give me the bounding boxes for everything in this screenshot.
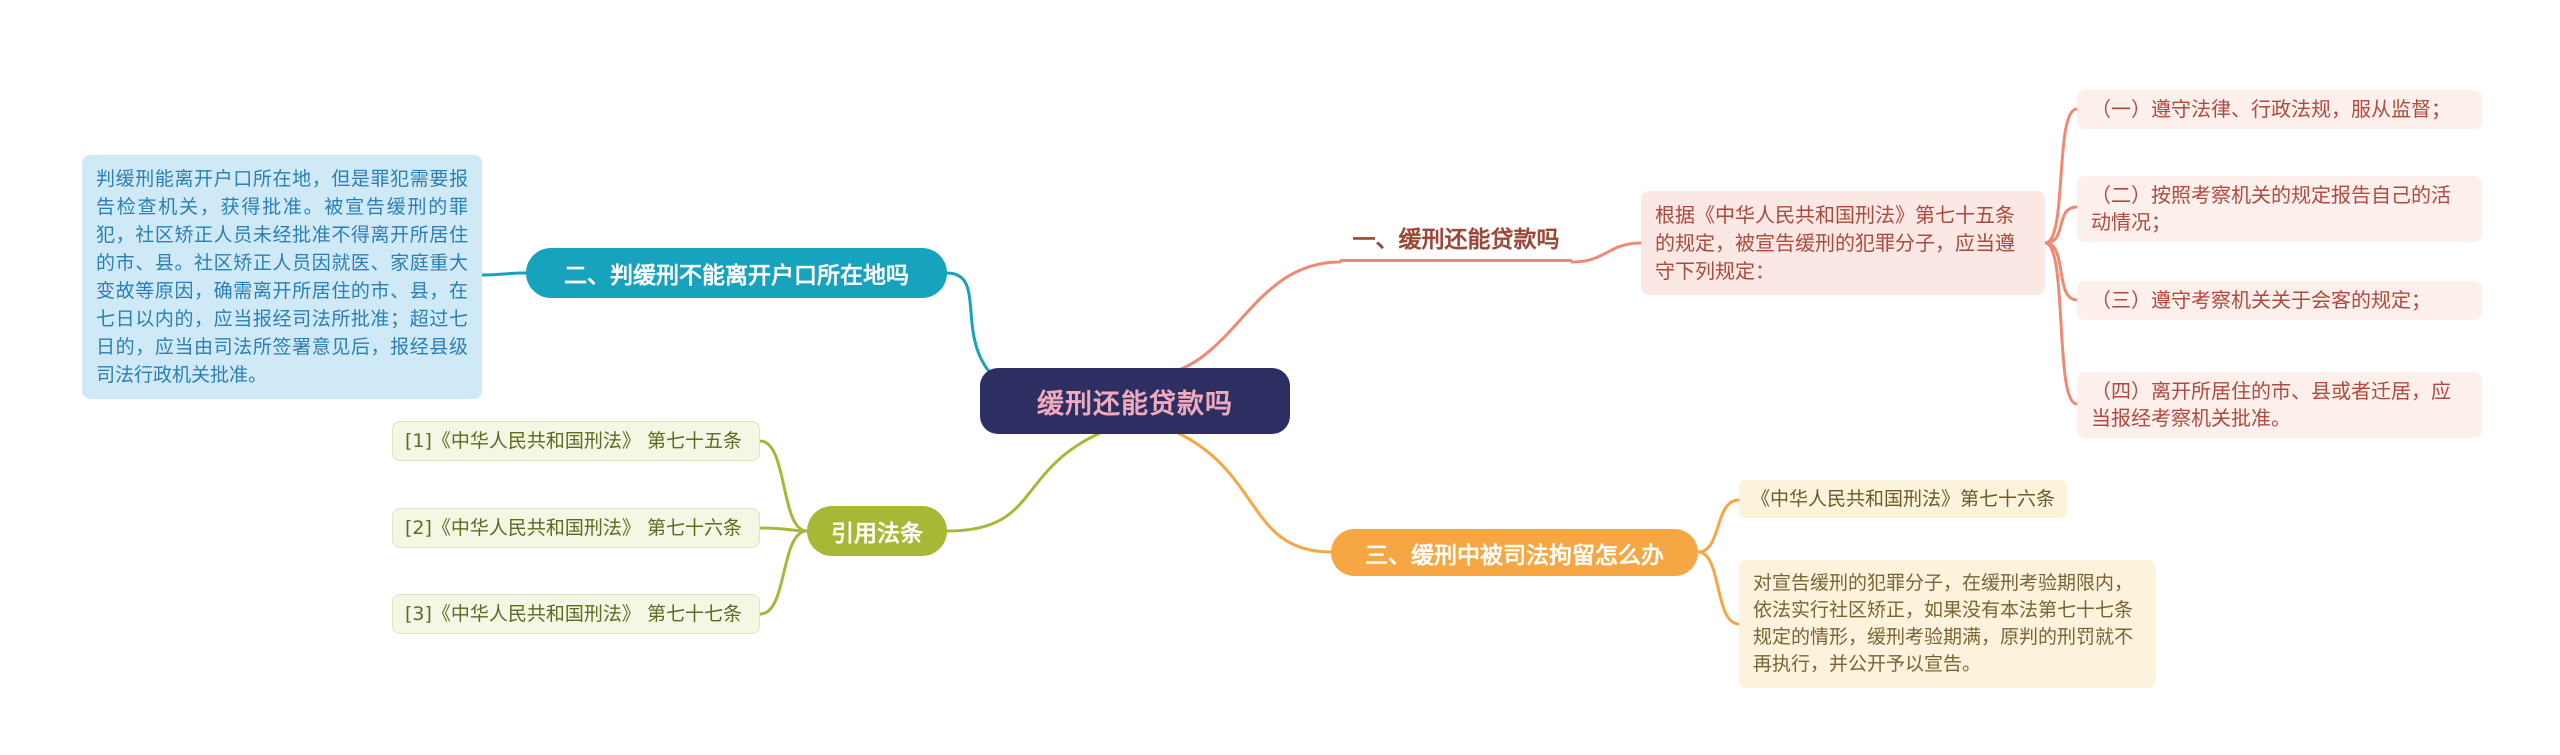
- loan-rule-item-1[interactable]: （一）遵守法律、行政法规，服从监督；: [2077, 90, 2482, 129]
- branch-citations[interactable]: 引用法条: [807, 506, 947, 556]
- link-citations-to-ref3: [758, 529, 809, 616]
- branch-detention[interactable]: 三、缓刑中被司法拘留怎么办: [1331, 529, 1698, 576]
- link-center-to-loan: [1148, 260, 1342, 378]
- detention-note[interactable]: 对宣告缓刑的犯罪分子，在缓刑考验期限内，依法实行社区矫正，如果没有本法第七十七条…: [1739, 560, 2156, 688]
- household-note[interactable]: 判缓刑能离开户口所在地，但是罪犯需要报告检查机关，获得批准。被宣告缓刑的罪犯，社…: [82, 155, 482, 399]
- link-note-to-item2: [2043, 205, 2079, 245]
- citation-item-1[interactable]: [1]《中华人民共和国刑法》 第七十五条: [392, 421, 760, 461]
- link-detention-to-ref: [1696, 498, 1741, 554]
- central-topic[interactable]: 缓刑还能贷款吗: [980, 368, 1290, 434]
- link-loan-to-note: [1570, 241, 1643, 264]
- loan-rule-item-2[interactable]: （二）按照考察机关的规定报告自己的活动情况；: [2077, 176, 2482, 242]
- loan-regulation-note[interactable]: 根据《中华人民共和国刑法》第七十五条的规定，被宣告缓刑的犯罪分子，应当遵守下列规…: [1641, 191, 2045, 295]
- branch-loan[interactable]: 一、缓刑还能贷款吗: [1340, 222, 1572, 262]
- link-center-to-citations: [945, 431, 1102, 533]
- citation-item-3[interactable]: [3]《中华人民共和国刑法》 第七十七条: [392, 594, 760, 634]
- detention-law-ref[interactable]: 《中华人民共和国刑法》第七十六条: [1739, 480, 2068, 518]
- link-household-to-note: [480, 271, 528, 277]
- link-citations-to-ref1: [758, 439, 809, 533]
- link-center-to-detention: [1176, 431, 1333, 554]
- link-detention-to-note: [1696, 550, 1741, 626]
- link-note-to-item1: [2043, 107, 2079, 245]
- loan-rule-item-4[interactable]: （四）离开所居住的市、县或者迁居，应当报经考察机关批准。: [2077, 372, 2482, 438]
- link-note-to-item3: [2043, 241, 2079, 302]
- link-note-to-item4: [2043, 241, 2079, 406]
- loan-rule-item-3[interactable]: （三）遵守考察机关关于会客的规定；: [2077, 281, 2482, 320]
- citation-item-2[interactable]: [2]《中华人民共和国刑法》 第七十六条: [392, 508, 760, 548]
- branch-household[interactable]: 二、判缓刑不能离开户口所在地吗: [526, 248, 947, 298]
- link-center-to-household: [945, 271, 1004, 386]
